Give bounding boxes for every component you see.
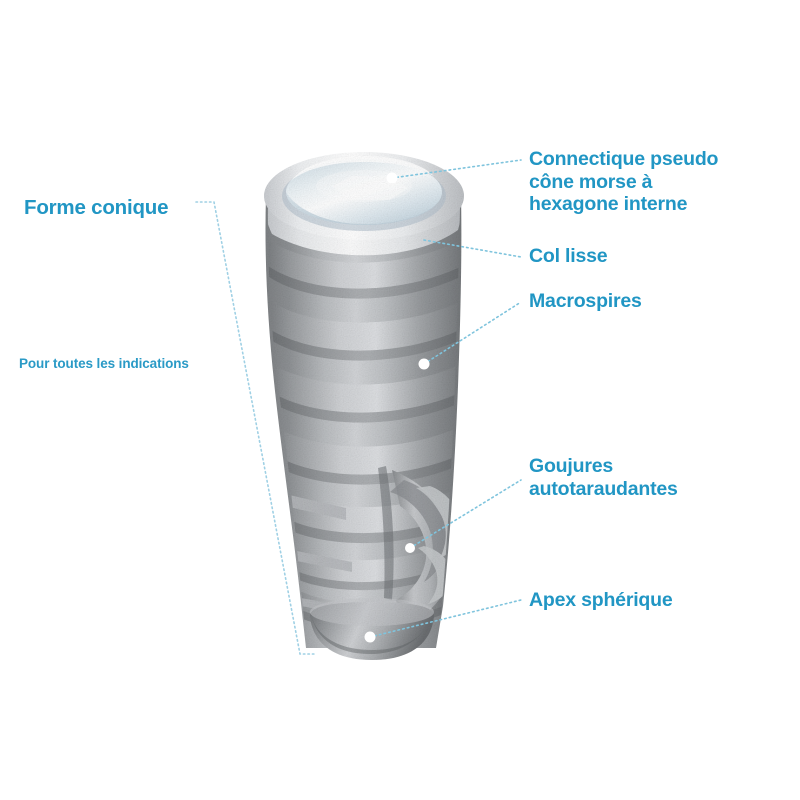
callout-markers bbox=[364, 172, 430, 643]
marker-connectique bbox=[386, 172, 398, 184]
label-connectique: Connectique pseudo cône morse à hexagone… bbox=[529, 148, 719, 216]
taper-bracket bbox=[195, 201, 315, 655]
label-col-lisse: Col lisse bbox=[529, 245, 608, 267]
marker-macrospires bbox=[418, 358, 430, 370]
label-indications: Pour toutes les indications bbox=[19, 356, 189, 371]
leader-apex bbox=[369, 599, 522, 638]
implant-graphic bbox=[264, 152, 464, 660]
leader-macrospires bbox=[423, 301, 522, 365]
marker-apex bbox=[364, 631, 376, 643]
marker-goujures bbox=[405, 543, 415, 553]
label-goujures: Goujures autotaraudantes bbox=[529, 455, 678, 500]
label-forme-conique: Forme conique bbox=[24, 196, 169, 219]
leader-col-lisse bbox=[423, 239, 522, 258]
leader-lines bbox=[369, 159, 522, 638]
label-apex-spherique: Apex sphérique bbox=[529, 589, 673, 611]
label-macrospires: Macrospires bbox=[529, 290, 642, 312]
